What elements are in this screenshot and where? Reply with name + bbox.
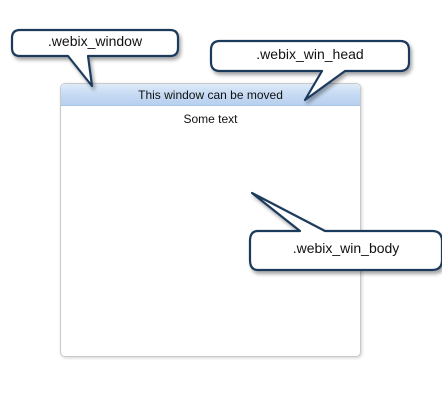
window-body-text: Some text — [183, 112, 238, 126]
window-header-title: This window can be moved — [138, 88, 283, 102]
window-body: Some text — [61, 106, 360, 126]
window-header[interactable]: This window can be moved — [61, 84, 360, 106]
callout-body-label: .webix_win_body — [292, 240, 400, 256]
webix-window[interactable]: This window can be moved Some text — [60, 83, 361, 357]
callout-head-label: .webix_win_head — [256, 46, 364, 62]
callout-window-label: .webix_window — [47, 33, 143, 49]
